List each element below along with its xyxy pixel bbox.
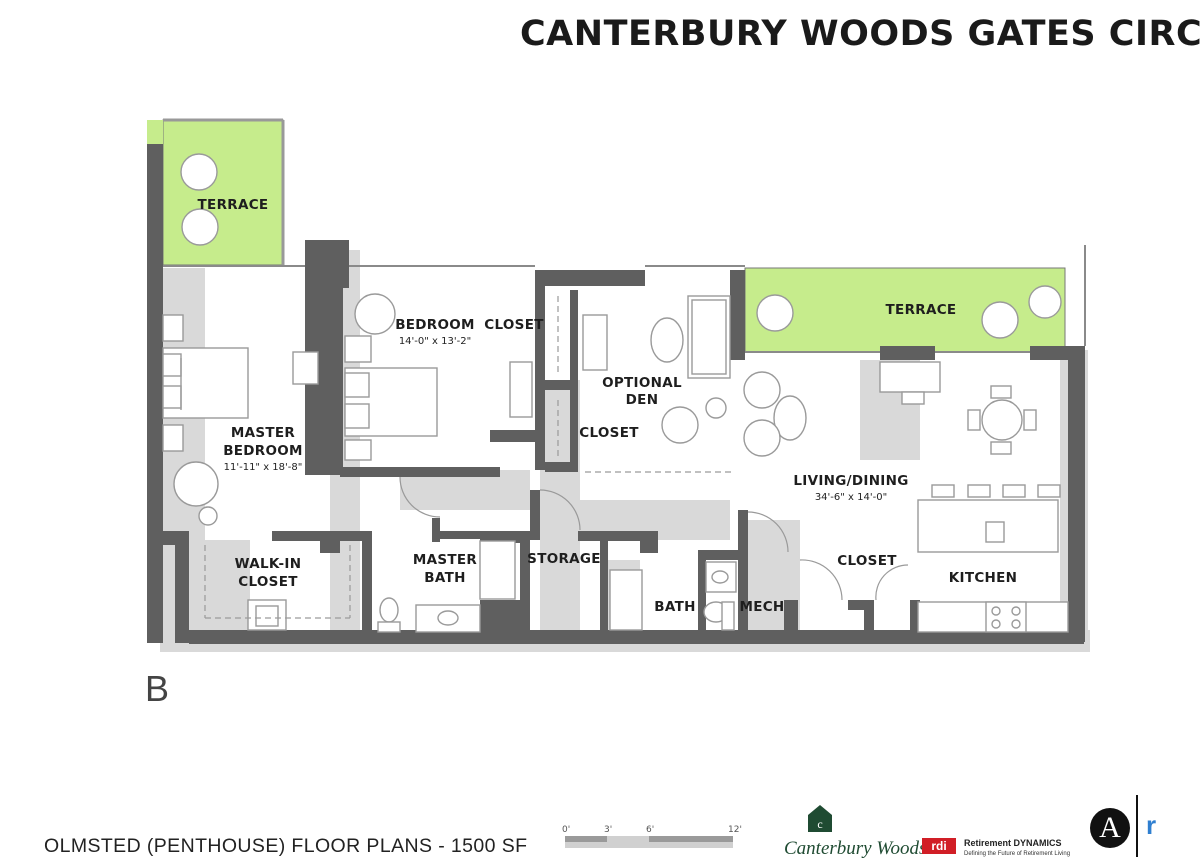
label-master-bath-2: BATH: [424, 570, 465, 586]
page-title: CANTERBURY WOODS GATES CIRCLE: [520, 14, 1200, 54]
label-storage: STORAGE: [527, 551, 601, 567]
svg-text:c: c: [817, 817, 822, 831]
scale-tick-6: 6': [646, 825, 655, 835]
window-lines: [163, 245, 1086, 353]
label-bedroom: BEDROOM: [395, 317, 475, 333]
canterbury-woods-logo: Canterbury Woods: [784, 838, 927, 859]
label-optional-den-1: OPTIONAL: [602, 375, 682, 391]
logo-divider: [1136, 795, 1138, 857]
rdi-logo: rdi: [922, 838, 956, 854]
dims-master-bedroom: 11'-11" x 18'-8": [224, 462, 303, 473]
scale-bar: [565, 836, 733, 848]
label-master-bedroom-2: BEDROOM: [223, 443, 303, 459]
walls: [147, 144, 1085, 644]
label-closet-1: CLOSET: [484, 317, 544, 333]
label-closet-3: CLOSET: [837, 553, 897, 569]
scale-tick-0: 0': [562, 825, 571, 835]
label-closet-2: CLOSET: [579, 425, 639, 441]
scale-tick-12: 12': [728, 825, 742, 835]
footer-title: OLMSTED (PENTHOUSE) FLOOR PLANS - 1500 S…: [44, 835, 528, 857]
r-logo: r: [1146, 810, 1157, 840]
dashed-lines: [204, 296, 735, 619]
scale-tick-3: 3': [604, 825, 613, 835]
dims-bedroom: 14'-0" x 13'-2": [399, 336, 471, 347]
label-terrace-right: TERRACE: [886, 302, 957, 318]
label-optional-den-2: DEN: [626, 392, 659, 408]
door-swings: [399, 476, 909, 601]
label-terrace-left: TERRACE: [198, 197, 269, 213]
label-master-bedroom-1: MASTER: [231, 425, 296, 441]
retirement-dynamics-tagline: Defining the Future of Retirement Living: [964, 851, 1071, 857]
dims-living-dining: 34'-6" x 14'-0": [815, 492, 887, 503]
label-master-bath-1: MASTER: [413, 552, 478, 568]
label-walk-in-closet-2: CLOSET: [238, 574, 298, 590]
label-walk-in-closet-1: WALK-IN: [235, 556, 302, 572]
label-living-dining: LIVING/DINING: [793, 473, 908, 489]
a-logo: A: [1090, 808, 1130, 848]
unit-letter: B: [145, 668, 170, 709]
terrace-left: [162, 119, 284, 266]
label-mech: MECH: [739, 599, 784, 615]
retirement-dynamics-name: Retirement DYNAMICS: [964, 838, 1062, 848]
canterbury-woods-emblem: c: [808, 805, 832, 832]
label-bath: BATH: [654, 599, 695, 615]
furniture: [162, 153, 1069, 633]
label-kitchen: KITCHEN: [949, 570, 1018, 586]
